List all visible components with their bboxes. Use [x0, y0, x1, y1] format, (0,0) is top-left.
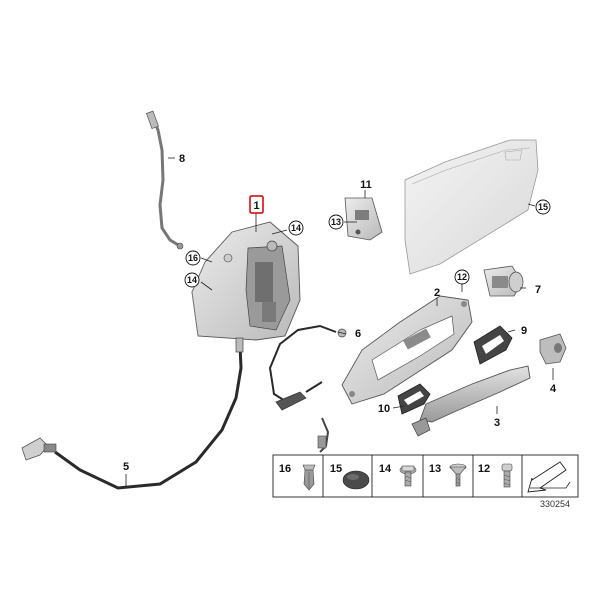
svg-text:15: 15 [538, 202, 548, 212]
callout-1: 1 [253, 200, 259, 212]
svg-text:14: 14 [187, 275, 197, 285]
svg-text:12: 12 [457, 272, 467, 282]
callout-16: 16 [185, 250, 201, 266]
callout-12: 12 [454, 269, 470, 285]
part-10-seal [397, 383, 431, 415]
fastener-legend-table: 16 15 14 13 12 [272, 454, 579, 498]
callout-11: 11 [360, 179, 372, 191]
legend-number-16: 16 [279, 463, 291, 475]
callout-6: 6 [355, 328, 361, 340]
callout-13: 13 [328, 214, 344, 230]
round-plug-cap-icon [342, 470, 370, 490]
part-15-door [404, 139, 539, 275]
part-7-lock-cylinder [483, 265, 524, 297]
svg-text:14: 14 [291, 223, 301, 233]
callout-3: 3 [494, 417, 500, 429]
svg-text:16: 16 [188, 253, 198, 263]
torx-bolt-icon [501, 463, 513, 488]
callout-14-lower: 14 [184, 272, 200, 288]
part-4-cover-cap [539, 333, 567, 365]
callout-1-highlight [249, 195, 264, 214]
callout-10: 10 [378, 403, 390, 415]
callout-5: 5 [123, 461, 129, 473]
reference-number: 330254 [540, 499, 570, 509]
callout-8: 8 [179, 153, 185, 165]
part-5-bowden-cable [21, 337, 244, 490]
callout-4: 4 [550, 383, 557, 395]
forward-arrow-icon [527, 461, 571, 493]
part-3-door-handle [411, 365, 531, 437]
callout-9: 9 [521, 325, 527, 337]
hex-flange-bolt-icon [399, 465, 417, 487]
part-9-seal [473, 325, 513, 365]
leader-lines [125, 157, 554, 486]
callout-7: 7 [535, 284, 541, 296]
callout-15: 15 [535, 199, 551, 215]
legend-number-15: 15 [330, 463, 342, 475]
countersunk-torx-screw-icon [449, 463, 467, 487]
part-2-handle-carrier [341, 295, 473, 405]
part-8-bowden-rod [145, 110, 184, 250]
callout-14-upper: 14 [288, 220, 304, 236]
part-6-cable [268, 324, 347, 453]
legend-number-12: 12 [478, 463, 490, 475]
legend-number-14: 14 [379, 463, 392, 475]
svg-text:13: 13 [331, 217, 341, 227]
expanding-rivet-icon [302, 464, 316, 491]
part-1-door-lock [191, 221, 301, 341]
callout-2: 2 [434, 287, 440, 299]
legend-number-13: 13 [429, 463, 441, 475]
part-11-striker [344, 197, 383, 241]
